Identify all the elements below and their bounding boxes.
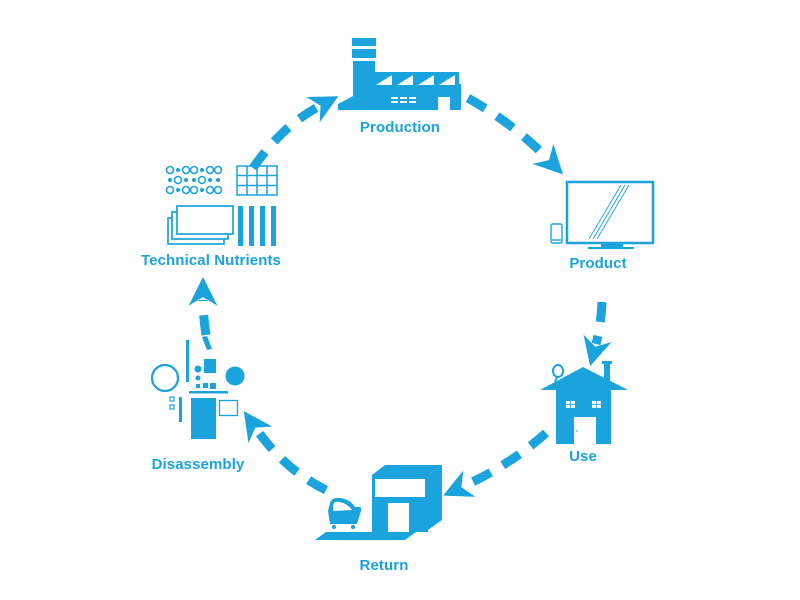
connection-arrows bbox=[188, 94, 612, 497]
grid-block bbox=[236, 165, 278, 196]
shopping-cart-icon bbox=[328, 497, 362, 529]
house-icon bbox=[540, 361, 628, 444]
factory-icon bbox=[338, 38, 461, 110]
tv-icon bbox=[565, 180, 655, 245]
factory-windows bbox=[376, 75, 455, 85]
arrow-product-to-use bbox=[583, 301, 612, 367]
tv-stand bbox=[588, 243, 634, 249]
tv-and-phone-icon bbox=[550, 180, 655, 249]
store-with-cart-icon bbox=[315, 465, 442, 540]
bar-stock bbox=[238, 206, 276, 246]
materials-icon bbox=[165, 165, 278, 246]
arrow-return-to-disassembly bbox=[243, 411, 328, 495]
arrow-use-to-return bbox=[443, 429, 549, 497]
stage-label-product: Product bbox=[569, 255, 627, 272]
phone-icon bbox=[550, 223, 563, 244]
stage-label-production: Production bbox=[359, 119, 441, 136]
store-front-openings bbox=[375, 479, 425, 532]
stage-label-technical-nutrients: Technical Nutrients bbox=[141, 252, 281, 269]
arrow-production-to-product bbox=[465, 94, 564, 175]
stage-label-disassembly: Disassembly bbox=[151, 456, 245, 473]
disassembled-parts-icon bbox=[150, 336, 245, 439]
granules bbox=[165, 165, 223, 195]
stage-label-use: Use bbox=[569, 448, 597, 465]
arrow-technical-nutrients-to-production bbox=[249, 96, 339, 171]
stacked-sheets bbox=[167, 205, 234, 245]
arrow-disassembly-to-technical-nutrients bbox=[188, 276, 218, 336]
stage-label-return: Return bbox=[359, 557, 409, 574]
factory-vents bbox=[391, 97, 416, 103]
